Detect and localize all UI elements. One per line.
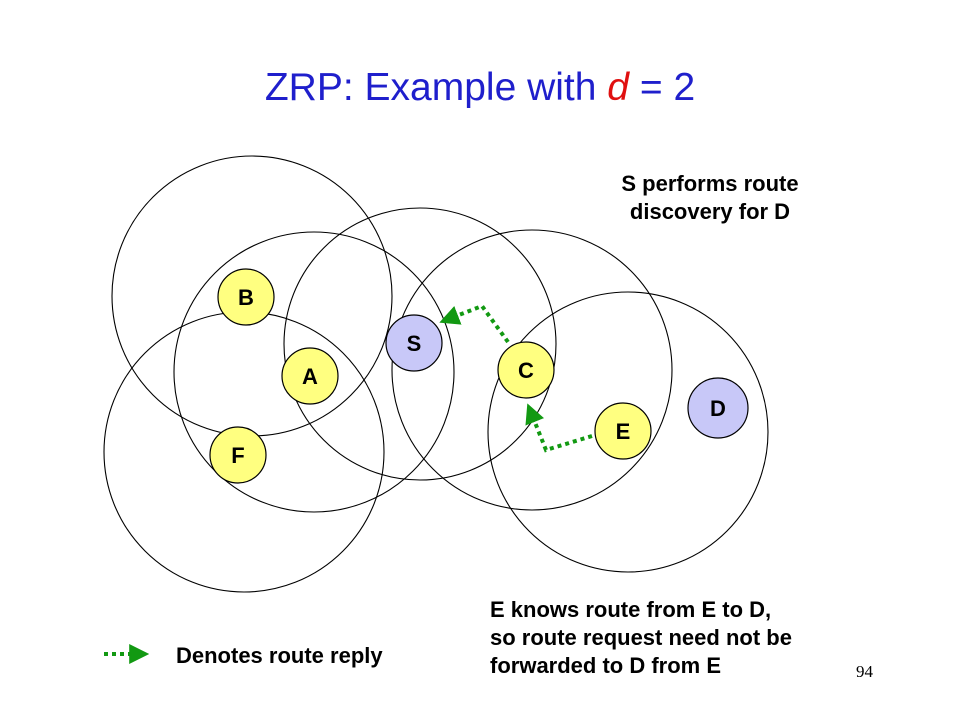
title-variable: d: [607, 66, 629, 109]
caption-top-line-2: discovery for D: [629, 199, 791, 224]
caption-bottom-line-1: E knows route from E to D,: [490, 597, 772, 622]
caption-top-line-1: S performs route: [621, 171, 799, 196]
node-e-label: E: [616, 419, 631, 444]
legend-label: Denotes route reply: [176, 643, 383, 668]
page-number: 94: [856, 662, 873, 681]
node-b-label: B: [238, 285, 254, 310]
title-suffix: = 2: [629, 66, 696, 109]
node-a: A: [281, 347, 339, 405]
node-s-circle: [385, 314, 443, 372]
node-f-circle: [209, 426, 267, 484]
node-c-circle: [497, 341, 555, 399]
title-text: ZRP: Example with: [264, 66, 608, 109]
node-b: B: [217, 268, 275, 326]
node-f-label: F: [231, 443, 244, 468]
route-reply-path: [439, 303, 593, 453]
route-reply-arrow-e-to-c: [525, 403, 593, 453]
node-d-label: D: [710, 396, 726, 421]
zone-circle-c: [391, 229, 673, 511]
node-a-circle: [281, 347, 339, 405]
zone-circle-s: [283, 207, 557, 481]
zone-circle-a: [173, 231, 455, 513]
slide-title: ZRP: Example with d = 2: [0, 66, 960, 110]
node-b-circle: [217, 268, 275, 326]
caption-bottom: E knows route from E to D, so route requ…: [490, 596, 890, 680]
node-c: C: [497, 341, 555, 399]
node-e: E: [594, 402, 652, 460]
node-e-circle: [594, 402, 652, 460]
zone-circle-e: [487, 291, 769, 573]
node-c-label: C: [518, 358, 534, 383]
route-reply-arrow-c-to-s: [439, 303, 510, 344]
caption-top: S performs route discovery for D: [560, 170, 860, 226]
node-d-circle: [687, 377, 749, 439]
node-s: S: [385, 314, 443, 372]
node-d: D: [687, 377, 749, 439]
node-s-label: S: [407, 331, 422, 356]
caption-bottom-line-2: so route request need not be: [490, 625, 792, 650]
caption-bottom-line-3: forwarded to D from E: [490, 653, 722, 678]
node-a-label: A: [302, 364, 318, 389]
node-f: F: [209, 426, 267, 484]
